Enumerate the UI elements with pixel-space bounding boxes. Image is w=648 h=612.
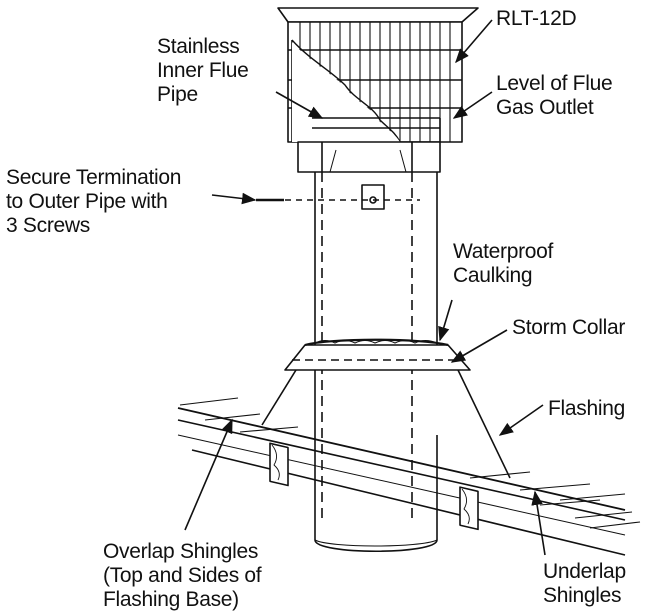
termination-cap xyxy=(277,7,479,173)
screw-tab xyxy=(285,184,420,210)
label-underlap-shingles: Underlap Shingles xyxy=(543,560,626,607)
label-secure-termination: Secure Termination to Outer Pipe with 3 … xyxy=(6,166,182,237)
label-waterproof-caulking: Waterproof Caulking xyxy=(453,240,554,287)
label-flashing: Flashing xyxy=(548,397,625,420)
storm-collar xyxy=(284,338,471,371)
leader-lines xyxy=(184,19,546,556)
label-overlap-shingles: Overlap Shingles (Top and Sides of Flash… xyxy=(103,540,262,611)
label-storm-collar: Storm Collar xyxy=(512,316,626,339)
label-level-of-flue-gas-outlet: Level of Flue Gas Outlet xyxy=(496,72,613,119)
outer-pipe xyxy=(314,172,438,552)
flashing-cone xyxy=(261,369,511,479)
label-stainless-inner-flue-pipe: Stainless Inner Flue Pipe xyxy=(157,35,249,106)
roof xyxy=(177,397,641,556)
label-rlt-12d: RLT-12D xyxy=(496,7,577,30)
